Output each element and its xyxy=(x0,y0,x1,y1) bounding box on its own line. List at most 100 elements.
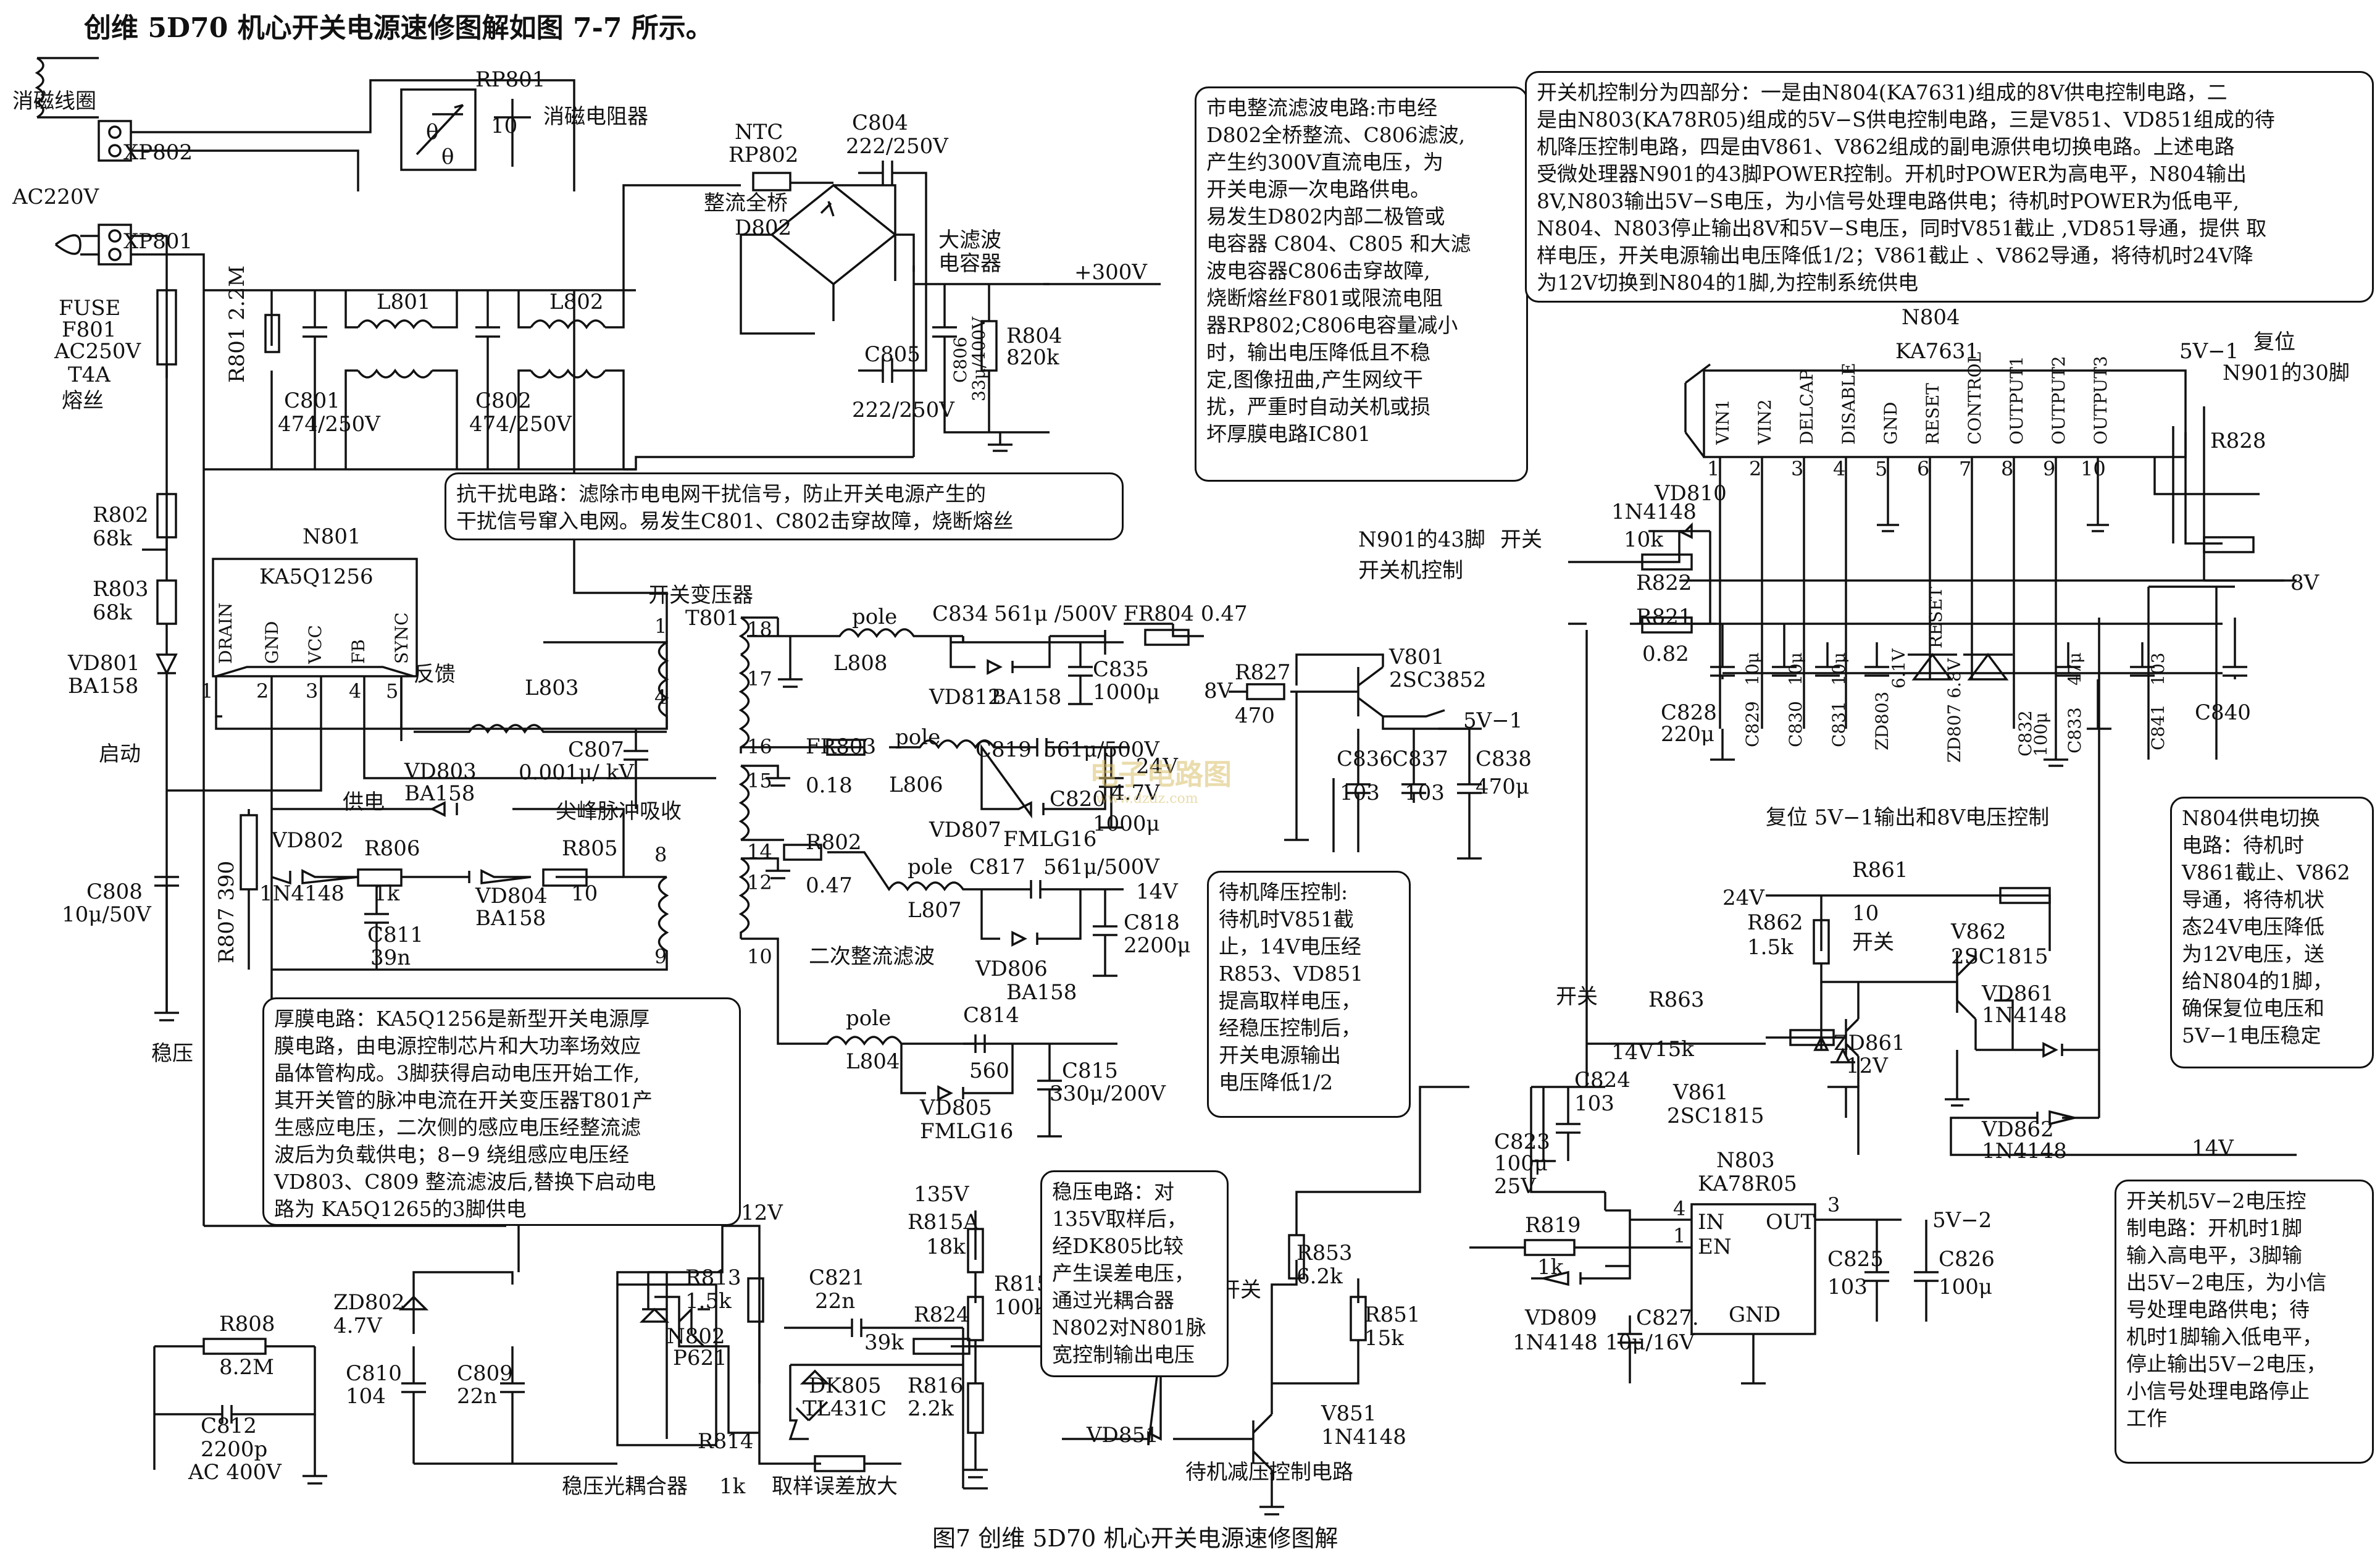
n801-pin5: 5 xyxy=(386,679,398,703)
callout-emi: 抗干扰电路：滤除市电电网干扰信号，防止开关电源产生的 干扰信号窜入电网。易发生C… xyxy=(445,472,1124,540)
callout-line: 产生约300V直流电压，为 xyxy=(1206,150,1443,174)
pin-delcap: DELCAP xyxy=(1797,369,1817,445)
label-r861-v: 10 xyxy=(1852,901,1879,926)
label-n803-chip: KA78R05 xyxy=(1698,1172,1797,1196)
callout-line: D802全桥整流、C806滤波, xyxy=(1206,123,1466,147)
label-kaiguan3: 开关 xyxy=(1556,984,1598,1009)
label-v8b: 8V xyxy=(2290,571,2320,595)
callout-thick-film: 厚膜电路：KA5Q1256是新型开关电源厚 膜电路，由电源控制芯片和大功率场效应… xyxy=(262,997,741,1226)
label-l804: L804 xyxy=(846,1049,900,1074)
label-c812: C812 xyxy=(201,1414,257,1438)
label-n901-43b: 开关机控制 xyxy=(1358,558,1463,583)
label-r827-v: 470 xyxy=(1235,703,1275,728)
callout-line: 开关电源一次电路供电。 xyxy=(1206,177,1430,201)
callout-line: 通过光耦合器 xyxy=(1052,1288,1174,1312)
label-n901-43a: N901的43脚 xyxy=(1358,527,1485,552)
label-dk805-t: TL431C xyxy=(803,1396,887,1421)
label-c826: C826 xyxy=(1939,1247,1995,1272)
label-c820-c: 1000μ xyxy=(1093,811,1160,836)
label-c829: C829 xyxy=(1742,701,1763,747)
label-v5-1b: 5V−1 xyxy=(2179,339,2239,364)
t801-pin14: 14 xyxy=(747,840,772,863)
label-degauss-coil: 消磁线圈 xyxy=(12,89,96,114)
label-vd802-t: 1N4148 xyxy=(259,881,344,906)
label-l802: L802 xyxy=(549,290,603,314)
callout-line: 生感应电压，二次侧的感应电压经整流滤 xyxy=(274,1115,641,1139)
label-plus24: 24V xyxy=(1136,754,1179,779)
n801-pin2: 2 xyxy=(256,679,269,703)
callout-line: 扰，严重时自动关机或损 xyxy=(1206,395,1430,419)
label-c821-v: 22n xyxy=(815,1289,855,1314)
label-c814: C814 xyxy=(963,1003,1019,1028)
callout-line: N804供电切换 xyxy=(2182,806,2320,830)
label-l803: L803 xyxy=(525,676,578,700)
label-dk805: DK805 xyxy=(809,1373,882,1398)
callout-line: 时，输出电压降低且不稳 xyxy=(1206,340,1430,364)
n803-pin1: 1 xyxy=(1673,1224,1685,1248)
pin-vcc: VCC xyxy=(305,625,325,665)
pin-out3: OUTPUT3 xyxy=(2090,356,2111,445)
callout-line: V861截止、V862 xyxy=(2182,860,2350,884)
label-r803-v: 68k xyxy=(93,600,132,625)
label-r822: R822 xyxy=(1636,571,1692,595)
label-r802b-v: 0.47 xyxy=(806,873,853,898)
label-r815a-v: 18k xyxy=(926,1235,966,1259)
n803-pin4: 4 xyxy=(1673,1197,1685,1220)
callout-line: 其开关管的脉冲电流在开关变压器T801产 xyxy=(274,1088,653,1112)
label-vd810-d: 1N4148 xyxy=(1611,500,1697,524)
label-n802: N802 xyxy=(667,1324,725,1349)
label-r806-v: 1k xyxy=(374,881,400,906)
label-degauss-res: 消磁电阻器 xyxy=(543,104,648,129)
label-c826-v: 100μ xyxy=(1939,1275,1992,1299)
n804-pin6: 6 xyxy=(1917,457,1929,480)
callout-line: 产生误差电压， xyxy=(1052,1261,1195,1285)
label-r814: R814 xyxy=(698,1429,754,1454)
label-vd861: VD861 xyxy=(1981,981,2054,1006)
callout-line: 机时1脚输入低电平， xyxy=(2126,1325,2323,1349)
label-theta2: θ xyxy=(441,145,454,169)
callout-line: 待机降压控制: xyxy=(1219,880,1348,904)
callout-switchover: N804供电切换 电路：待机时 V861截止、V862 导通，将待机状 态24V… xyxy=(2170,797,2374,1068)
callout-standby: 待机降压控制: 待机时V851截 止，14V电压经 R853、VD851 提高取… xyxy=(1207,871,1411,1118)
label-ac220: AC220V xyxy=(12,185,99,209)
callout-line: 坏厚膜电路IC801 xyxy=(1206,422,1371,446)
label-zd861-v: 12V xyxy=(1846,1054,1889,1078)
component-labels: 消磁线圈 XP802 AC220V XP801 RP801 消磁电阻器 10 θ… xyxy=(12,67,2350,1499)
label-kaiguan2: 开关 xyxy=(1852,930,1894,955)
label-c824: C824 xyxy=(1574,1068,1631,1092)
label-c810-v: 104 xyxy=(346,1384,386,1409)
label-c812-v: 2200p xyxy=(201,1437,267,1462)
label-fr803-v: 0.18 xyxy=(806,773,853,798)
label-zd803-v: 6.1V xyxy=(1889,648,1909,689)
pin-gnd: GND xyxy=(262,621,282,664)
label-c817: C817 xyxy=(969,855,1025,879)
callout-line: 受微处理器N901的43脚POWER控制。开机时POWER为高电平，N804输出 xyxy=(1537,162,2247,186)
label-vd801-t: BA158 xyxy=(68,674,138,698)
label-vd809-t: 1N4148 xyxy=(1513,1330,1598,1355)
label-pole3: pole xyxy=(908,855,953,879)
label-theta1: θ xyxy=(426,120,438,145)
pin-sync: SYNC xyxy=(391,612,412,664)
label-f801-rating: AC250V xyxy=(54,339,141,364)
label-v5-2: 5V−2 xyxy=(1932,1208,1992,1233)
label-vd803-t: BA158 xyxy=(404,781,475,806)
label-n801: N801 xyxy=(303,524,361,549)
label-standby-ctrl: 待机减压控制电路 xyxy=(1185,1460,1353,1485)
callout-line: 导通，将待机状 xyxy=(2182,887,2324,912)
label-l807: L807 xyxy=(908,898,961,923)
t801-pin4: 4 xyxy=(654,686,667,709)
callout-line: 厚膜电路：KA5Q1256是新型开关电源厚 xyxy=(274,1007,650,1031)
label-r807: R807 390 xyxy=(214,861,239,963)
watermark-url: www.dzdz.com xyxy=(1096,791,1198,807)
label-c824-v: 103 xyxy=(1574,1091,1614,1116)
callout-line: 烧断熔丝F801或限流电阻 xyxy=(1206,286,1443,310)
callout-line: 易发生D802内部二极管或 xyxy=(1206,204,1445,229)
label-zd861: ZD861 xyxy=(1834,1031,1905,1055)
label-c801: C801 xyxy=(284,388,340,413)
label-c836-v: 103 xyxy=(1340,781,1380,805)
label-spike: 尖峰脉冲吸收 xyxy=(556,799,682,824)
label-r822-v: 10k xyxy=(1624,527,1663,552)
label-vd812: VD812 xyxy=(929,685,1001,710)
label-r851: R851 xyxy=(1364,1302,1421,1327)
pin-in: IN xyxy=(1698,1210,1724,1235)
